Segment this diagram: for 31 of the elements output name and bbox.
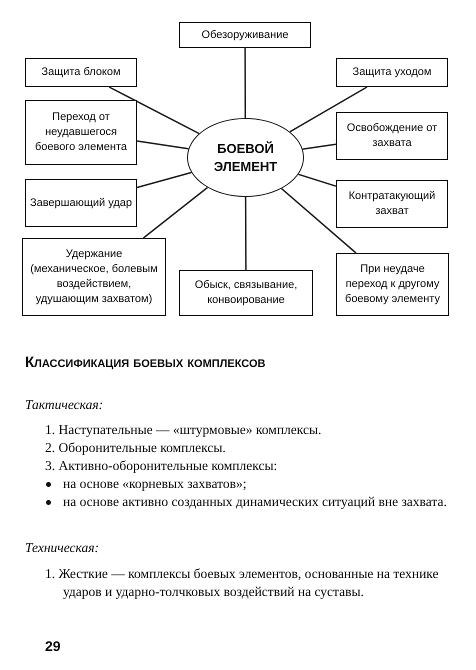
concept-box: Защита уходом [336, 58, 448, 87]
concept-box: Переход от неудавшегося боевого элемента [25, 100, 137, 165]
concept-box: Завершающий удар [25, 179, 137, 227]
connector-line [302, 143, 336, 150]
concept-box: Контратакующий захват [336, 180, 448, 228]
concept-box: При неудаче переход к другому боевому элементу [336, 253, 449, 316]
section-heading: Классификация боевых комплексов [25, 354, 266, 371]
list-item: на основе активно созданных динамических ситуаций вне захвата. [63, 493, 448, 511]
subheading: Тактическая: [25, 396, 104, 414]
concept-box: Удержание (механическое, болевым воздействием, удушающим захватом) [22, 238, 166, 316]
list-item: 1. Наступательные — «штурмовые» комплексы. [45, 421, 322, 439]
concept-box: Обезоруживание [179, 22, 311, 48]
connector-line [244, 197, 247, 270]
connector-line [136, 172, 192, 188]
concept-box: Защита блоком [25, 58, 137, 87]
central-ellipse: БОЕВОЙ ЭЛЕМЕНТ [187, 118, 304, 197]
subheading: Техническая: [25, 539, 100, 557]
connector-line [244, 48, 246, 118]
concept-box: Обыск, связывание, конвоирование [179, 270, 313, 316]
connector-line [136, 140, 189, 150]
connector-line [108, 86, 200, 134]
connector-line [281, 188, 356, 254]
connector-line [290, 86, 368, 132]
connector-line [142, 186, 208, 239]
list-item: 1. Жесткие — комплексы боевых элементов, основанные на технике ударов и ударно-толчковых воздействий на суставы. [45, 565, 440, 601]
list-item: 3. Активно-оборонительные комплексы: [45, 457, 278, 475]
list-item: 2. Оборонительные комплексы. [45, 439, 227, 457]
page-number: 29 [45, 637, 61, 655]
concept-box: Освобождение от захвата [336, 112, 448, 160]
list-item: на основе «корневых захватов»; [63, 475, 248, 493]
connector-line [298, 174, 336, 187]
